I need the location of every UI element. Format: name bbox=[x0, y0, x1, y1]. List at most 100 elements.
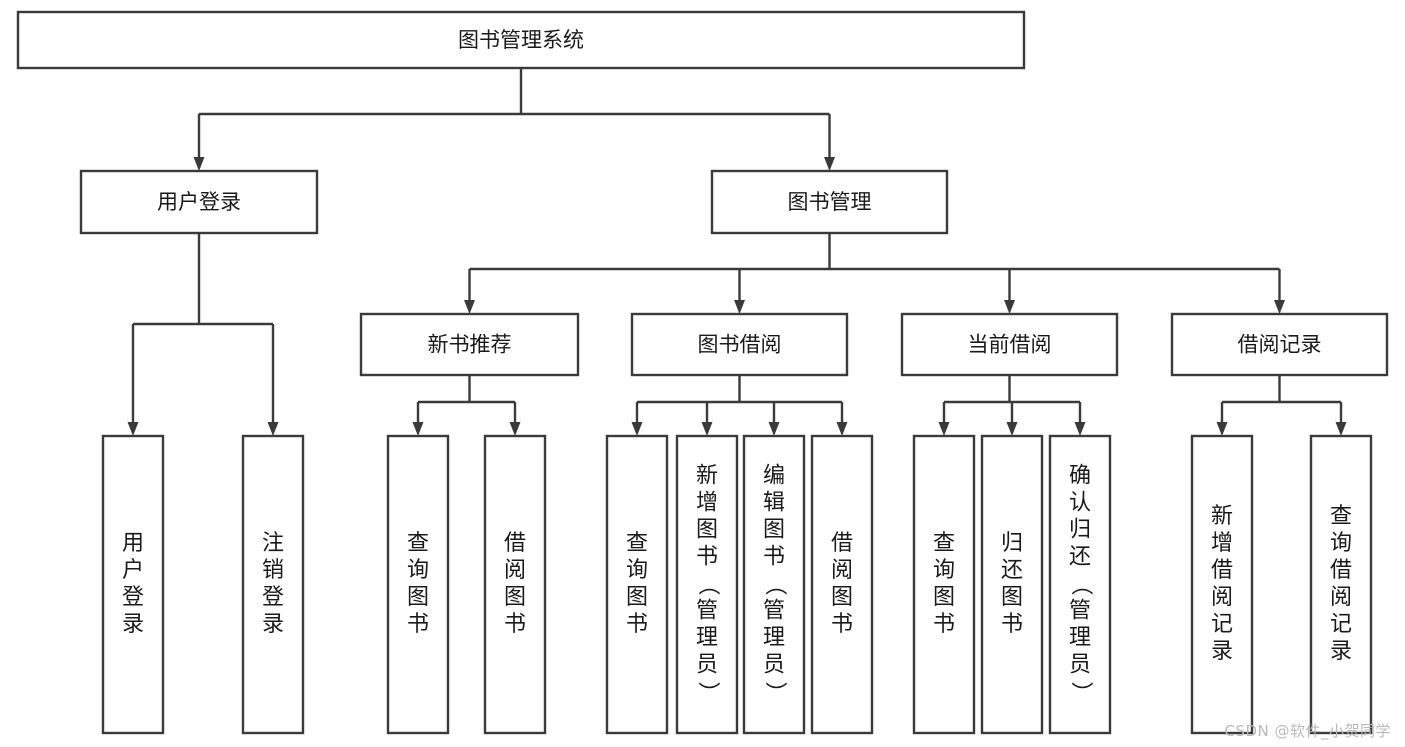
node-label-glyph: ） bbox=[1068, 681, 1093, 703]
node-box-root[interactable] bbox=[16, 10, 1026, 70]
node-leaf-login-1[interactable]: 用户登录用户登录 bbox=[101, 434, 165, 735]
node-label-glyph: 理 bbox=[696, 626, 718, 651]
node-leaf-borrow-4[interactable]: 借阅图书借阅图书 bbox=[810, 434, 874, 735]
node-label-glyph: 认 bbox=[1069, 491, 1091, 516]
node-newbook[interactable]: 新书推荐 bbox=[359, 312, 580, 377]
node-box-leaf-new-1[interactable] bbox=[386, 434, 450, 735]
node-label-glyph: 确 bbox=[1069, 464, 1091, 489]
node-leaf-cur-1[interactable]: 查询图书查询图书 bbox=[912, 434, 976, 735]
node-leaf-cur-2[interactable]: 归还图书归还图书 bbox=[980, 434, 1044, 735]
node-login[interactable]: 用户登录 bbox=[79, 169, 319, 235]
node-label-login: 用户登录 bbox=[157, 190, 241, 214]
node-label-glyph: 借 bbox=[831, 531, 853, 556]
node-label-glyph: 书 bbox=[407, 612, 429, 637]
edge-group-records bbox=[1216, 375, 1347, 436]
node-label-bookmgmt: 图书管理 bbox=[788, 190, 872, 214]
node-label-glyph: 图 bbox=[1001, 585, 1023, 610]
node-label-glyph: 登 bbox=[122, 585, 144, 610]
arrow-head-icon bbox=[1274, 300, 1285, 314]
node-label-glyph: 用 bbox=[122, 531, 144, 556]
node-label-borrow: 图书借阅 bbox=[698, 333, 782, 357]
node-box-leaf-cur-3[interactable] bbox=[1048, 434, 1112, 735]
node-label-glyph: 书 bbox=[763, 545, 785, 570]
node-box-bookmgmt[interactable] bbox=[710, 169, 949, 235]
node-box-newbook[interactable] bbox=[359, 312, 580, 377]
edges-layer bbox=[127, 68, 1347, 436]
node-label-glyph: 还 bbox=[1069, 545, 1091, 570]
arrow-head-icon bbox=[768, 422, 780, 436]
node-label-newbook: 新书推荐 bbox=[428, 333, 512, 357]
node-label-glyph: 书 bbox=[626, 612, 648, 637]
node-label-glyph: 查 bbox=[1330, 504, 1352, 529]
node-label-glyph: 书 bbox=[504, 612, 526, 637]
node-borrow[interactable]: 图书借阅 bbox=[630, 312, 849, 377]
arrow-head-icon bbox=[938, 422, 950, 436]
node-label-glyph: 图 bbox=[696, 518, 718, 543]
node-leaf-rec-2[interactable]: 查询借阅记录查询借阅记录 bbox=[1309, 434, 1373, 735]
node-root[interactable]: 图书管理系统 bbox=[16, 10, 1026, 70]
node-label-glyph: （ bbox=[695, 573, 720, 595]
node-box-leaf-rec-1[interactable] bbox=[1190, 434, 1254, 735]
node-label-glyph: 录 bbox=[122, 612, 144, 637]
arrow-head-icon bbox=[824, 157, 835, 171]
node-label-glyph: 询 bbox=[626, 558, 648, 583]
arrow-head-icon bbox=[1335, 422, 1347, 436]
node-box-records[interactable] bbox=[1170, 312, 1389, 377]
node-label-glyph: ） bbox=[695, 681, 720, 703]
node-current[interactable]: 当前借阅 bbox=[900, 312, 1119, 377]
arrow-head-icon bbox=[631, 422, 643, 436]
arrow-head-icon bbox=[836, 422, 848, 436]
node-label-glyph: 员 bbox=[696, 653, 718, 678]
node-box-leaf-borrow-4[interactable] bbox=[810, 434, 874, 735]
nodes-layer: 图书管理系统用户登录图书管理新书推荐图书借阅当前借阅借阅记录用户登录用户登录注销… bbox=[16, 10, 1389, 735]
arrow-head-icon bbox=[701, 422, 713, 436]
node-box-leaf-login-2[interactable] bbox=[241, 434, 305, 735]
node-box-leaf-cur-2[interactable] bbox=[980, 434, 1044, 735]
node-bookmgmt[interactable]: 图书管理 bbox=[710, 169, 949, 235]
node-box-leaf-rec-2[interactable] bbox=[1309, 434, 1373, 735]
node-label-glyph: 增 bbox=[696, 491, 718, 516]
node-label-glyph: 管 bbox=[763, 599, 785, 624]
node-label-glyph: 查 bbox=[626, 531, 648, 556]
node-box-leaf-new-2[interactable] bbox=[483, 434, 547, 735]
node-records[interactable]: 借阅记录 bbox=[1170, 312, 1389, 377]
edge-group-newbook bbox=[412, 375, 521, 436]
node-label-records: 借阅记录 bbox=[1238, 333, 1322, 357]
node-leaf-borrow-1[interactable]: 查询图书查询图书 bbox=[605, 434, 669, 735]
node-box-leaf-cur-1[interactable] bbox=[912, 434, 976, 735]
node-label-glyph: 书 bbox=[933, 612, 955, 637]
node-leaf-login-2[interactable]: 注销登录注销登录 bbox=[241, 434, 305, 735]
node-leaf-rec-1[interactable]: 新增借阅记录新增借阅记录 bbox=[1190, 434, 1254, 735]
node-label-glyph: 借 bbox=[1211, 558, 1233, 583]
node-box-current[interactable] bbox=[900, 312, 1119, 377]
node-box-borrow[interactable] bbox=[630, 312, 849, 377]
node-label-glyph: 图 bbox=[407, 585, 429, 610]
node-label-root: 图书管理系统 bbox=[458, 28, 584, 52]
node-label-glyph: 查 bbox=[407, 531, 429, 556]
node-box-login[interactable] bbox=[79, 169, 319, 235]
arrow-head-icon bbox=[464, 300, 475, 314]
node-label-glyph: 询 bbox=[407, 558, 429, 583]
node-label-glyph: 阅 bbox=[1330, 585, 1352, 610]
node-label-glyph: 新 bbox=[696, 464, 718, 489]
node-label-glyph: 图 bbox=[763, 518, 785, 543]
node-leaf-new-2[interactable]: 借阅图书借阅图书 bbox=[483, 434, 547, 735]
edge-group-current bbox=[938, 375, 1086, 436]
node-label-glyph: 管 bbox=[1069, 599, 1091, 624]
node-label-glyph: 借 bbox=[504, 531, 526, 556]
node-label-glyph: 销 bbox=[262, 558, 284, 583]
node-box-leaf-borrow-1[interactable] bbox=[605, 434, 669, 735]
arrow-head-icon bbox=[509, 422, 521, 436]
node-box-leaf-login-1[interactable] bbox=[101, 434, 165, 735]
node-label-glyph: 还 bbox=[1001, 558, 1023, 583]
node-box-leaf-borrow-2[interactable] bbox=[675, 434, 739, 735]
node-box-leaf-borrow-3[interactable] bbox=[742, 434, 806, 735]
node-leaf-new-1[interactable]: 查询图书查询图书 bbox=[386, 434, 450, 735]
edge-group-bookmgmt bbox=[464, 233, 1285, 314]
edge-group-login bbox=[127, 233, 279, 436]
